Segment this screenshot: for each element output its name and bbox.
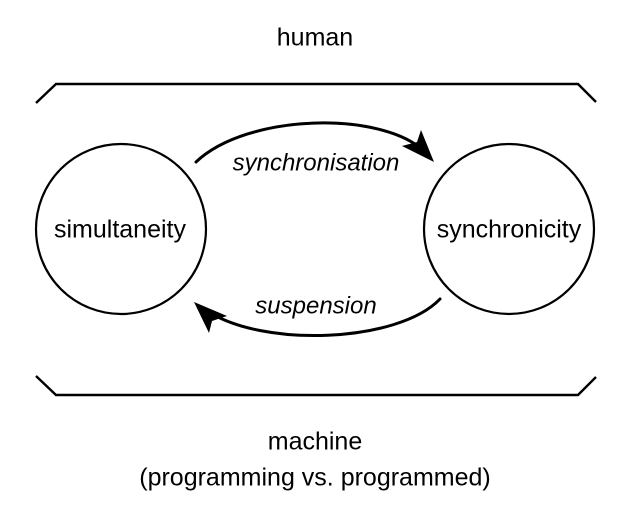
- top-bracket: [35, 82, 597, 104]
- bottom-group-label: machine: [268, 428, 363, 456]
- edge-suspension-label: suspension: [255, 292, 376, 319]
- edge-synchronisation-label: synchronisation: [233, 149, 400, 176]
- edge-suspension-arrowhead-icon: [194, 302, 227, 333]
- edge-synchronisation[interactable]: [194, 121, 434, 164]
- node-simultaneity-circle[interactable]: [34, 142, 208, 316]
- bottom-bracket: [35, 375, 597, 397]
- edge-synchronisation-arrowhead-icon: [402, 130, 434, 162]
- edge-suspension[interactable]: [194, 297, 442, 337]
- node-synchronicity-circle[interactable]: [422, 142, 596, 316]
- bottom-group-sublabel: (programming vs. programmed): [139, 464, 491, 492]
- top-group-label: human: [277, 24, 353, 52]
- edge-synchronisation-curve: [194, 121, 426, 164]
- edge-suspension-curve: [204, 297, 442, 337]
- node-simultaneity-label: simultaneity: [54, 216, 186, 244]
- node-synchronicity-label: synchronicity: [437, 216, 582, 244]
